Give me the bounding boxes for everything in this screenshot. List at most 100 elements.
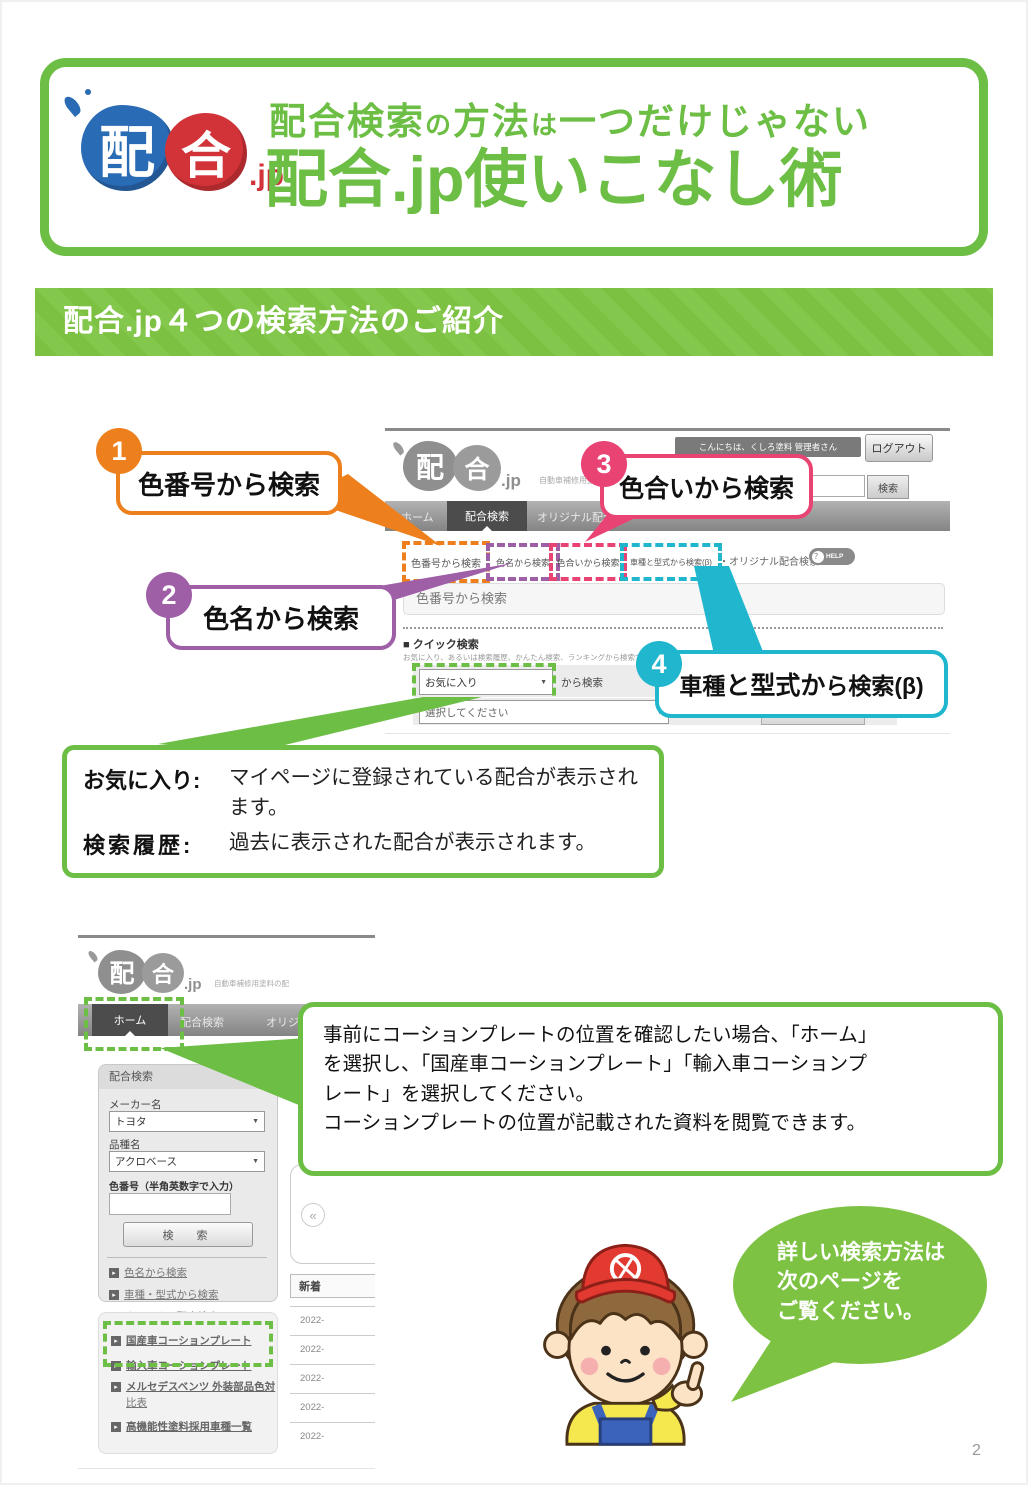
mascot-overall-bib bbox=[598, 1417, 653, 1446]
select-value: アクロベース bbox=[115, 1156, 177, 1168]
callout-2-number: 2 bbox=[146, 572, 192, 618]
callout-4-bubble: 車種と型式から検索(β) bbox=[655, 650, 948, 718]
speech-line: ご覧ください。 bbox=[777, 1299, 924, 1323]
sidebar-docs-panel: ▸国産車コーションプレート ▸輸入車コーションプレート ▸メルセデスベンツ 外装… bbox=[98, 1312, 278, 1454]
news-date-row[interactable]: 2022- bbox=[290, 1306, 375, 1334]
tab-label: 色合いから検索 bbox=[556, 557, 620, 568]
caution-plate-note-bubble: 事前にコーションプレートの位置を確認したい場合、「ホーム」 を選択し、「国産車コ… bbox=[298, 1002, 1003, 1176]
favorites-select[interactable]: お気に入り ▼ bbox=[419, 669, 553, 695]
kind-select[interactable]: アクロベース ▼ bbox=[109, 1151, 265, 1172]
tab-original-haigou-search[interactable]: ・オリジナル配合検索 bbox=[719, 557, 819, 568]
link-domestic-caution-plate[interactable]: ▸国産車コーションプレート bbox=[111, 1333, 251, 1348]
mascot-ear bbox=[543, 1330, 572, 1359]
tab-car-model-search[interactable]: 車種と型式から検索(β) bbox=[620, 543, 722, 581]
tab-color-name-search[interactable]: 色名から検索 bbox=[486, 543, 560, 581]
callout-3-bubble: 色合いから検索 bbox=[600, 454, 813, 519]
note-line: 事前にコーションプレートの位置を確認したい場合、「ホーム」 bbox=[323, 1024, 878, 1046]
mascot-boy-illustration bbox=[543, 1243, 708, 1446]
color-number-label: 色番号（半角英数字で入力） bbox=[109, 1182, 239, 1193]
tab-label: 色番号から検索 bbox=[411, 558, 481, 570]
select-value: トヨタ bbox=[115, 1116, 147, 1128]
quick-search-note: お気に入り、あるいは検索履歴、かんたん検索、ランキングから検索できます。 bbox=[403, 653, 672, 662]
news-date-row[interactable]: 2022- bbox=[290, 1335, 375, 1363]
from-search-label: から検索 bbox=[561, 677, 603, 689]
select-value: 選択してください bbox=[425, 706, 509, 719]
tab-label: 色名から検索 bbox=[495, 557, 550, 568]
mascot-thumb bbox=[686, 1361, 705, 1391]
callout-4-text: 車種 bbox=[679, 673, 726, 699]
tab-label: 車種と型式から検索(β) bbox=[630, 557, 712, 567]
link-car-model-search[interactable]: ▸ 車種・型式から検索 bbox=[109, 1287, 219, 1302]
mascot-mouth bbox=[606, 1372, 645, 1383]
select-please-choose[interactable]: 選択してください ▼ bbox=[419, 700, 669, 724]
sidebar-search-panel: 配合検索 メーカー名 トヨタ ▼ 品種名 アクロベース ▼ 色番号（半角英数字で… bbox=[98, 1064, 278, 1323]
link-high-performance-paint-list[interactable]: ▸高機能性塗料採用車種一覧 bbox=[111, 1419, 252, 1434]
logo-blob: 配 bbox=[403, 441, 457, 491]
callout-3-number: 3 bbox=[581, 441, 627, 487]
site-search-button[interactable]: 検索 bbox=[867, 475, 909, 499]
caret-down-icon: ▼ bbox=[252, 1118, 259, 1125]
mascot-eye bbox=[640, 1345, 650, 1356]
question-icon: ？ bbox=[812, 550, 824, 563]
news-header: 新着 bbox=[290, 1274, 375, 1298]
tagline-part: 方法 bbox=[453, 101, 532, 142]
mascot-speech-bubble: 詳しい検索方法は 次のページを ご覧ください。 bbox=[733, 1206, 987, 1364]
quick-search-title: ■ クイック検索 bbox=[403, 639, 479, 651]
hero-title: 配合.jp使いこなし術 bbox=[265, 145, 843, 215]
link-color-name-search[interactable]: ▸色名から検索 bbox=[109, 1265, 187, 1280]
callout-1-number: 1 bbox=[96, 428, 142, 474]
callout-4-number: 4 bbox=[636, 641, 682, 687]
link-mercedes-color-chart[interactable]: ▸メルセデスベンツ 外装部品色対 bbox=[111, 1379, 275, 1394]
tagline-part: は bbox=[531, 110, 560, 140]
logo-jp: .jp bbox=[249, 159, 284, 192]
nav-original[interactable]: オリジ bbox=[266, 1017, 299, 1029]
logo-jp: .jp bbox=[184, 976, 202, 993]
link-bullet-icon: ▸ bbox=[111, 1335, 121, 1346]
carousel-prev-button[interactable]: « bbox=[301, 1203, 325, 1227]
section-banner: 配合.jp４つの検索方法のご紹介 bbox=[35, 288, 993, 356]
note-line: を選択し、「国産車コーションプレート」「輸入車コーションプ bbox=[323, 1053, 868, 1076]
link-bullet-icon: ▸ bbox=[109, 1289, 119, 1300]
help-button[interactable]: ？ HELP bbox=[809, 548, 855, 565]
news-date-row[interactable]: 2022- bbox=[290, 1393, 375, 1421]
mascot-cheek bbox=[652, 1357, 671, 1376]
dotted-divider bbox=[403, 627, 943, 629]
page-number: 2 bbox=[972, 1442, 981, 1459]
logo-subtitle: 自動車補修用塗料の配 bbox=[214, 979, 289, 988]
kind-label: 品種名 bbox=[109, 1139, 141, 1151]
nav-haigou-search[interactable]: 配合検索 bbox=[447, 501, 527, 531]
tab-color-shade-search[interactable]: 色合いから検索 bbox=[549, 543, 627, 581]
logo-blob-blue: 配 bbox=[81, 105, 173, 191]
tab-color-number-search[interactable]: 色番号から検索 bbox=[402, 541, 490, 583]
mascot-nose bbox=[620, 1358, 631, 1364]
info-desc: 過去に表示された配合が表示されます。 bbox=[229, 831, 596, 855]
logo-blob: 合 bbox=[142, 953, 184, 993]
maker-label: メーカー名 bbox=[109, 1099, 162, 1111]
speech-line: 詳しい検索方法は bbox=[777, 1241, 945, 1264]
color-number-input[interactable] bbox=[109, 1193, 231, 1215]
select-value: お気に入り bbox=[425, 676, 478, 689]
info-row-favorites: お気に入り: マイページに登録されている配合が表示されます。 bbox=[83, 763, 643, 822]
link-label: 車種・型式から検索 bbox=[124, 1289, 219, 1301]
info-term: お気に入り: bbox=[83, 768, 201, 793]
link-bullet-icon: ▸ bbox=[111, 1381, 121, 1392]
link-label: 高機能性塗料採用車種一覧 bbox=[126, 1421, 252, 1433]
nav-home[interactable]: ホーム bbox=[92, 1004, 168, 1036]
splash-drop-icon bbox=[86, 949, 100, 963]
link-label-wrap[interactable]: 比表 bbox=[126, 1397, 147, 1409]
nav-haigou-search[interactable]: 配合検索 bbox=[180, 1017, 224, 1029]
hero-tagline: 配合検索の方法は一つだけじゃない bbox=[269, 91, 871, 145]
news-date-row[interactable]: 2022- bbox=[290, 1364, 375, 1392]
cap-logo-lines bbox=[614, 1257, 637, 1281]
logout-button[interactable]: ログアウト bbox=[865, 434, 933, 462]
callout-4-text-bold: と型式か bbox=[725, 672, 826, 700]
sidebar-search-button[interactable]: 検 索 bbox=[123, 1222, 253, 1247]
news-date-row[interactable]: 2022- bbox=[290, 1422, 375, 1450]
info-row-history: 検索履歴: 過去に表示された配合が表示されます。 bbox=[83, 828, 643, 860]
tagline-part: 配合検索 bbox=[269, 101, 425, 142]
favorites-history-info-box: お気に入り: マイページに登録されている配合が表示されます。 検索履歴: 過去に… bbox=[62, 745, 664, 878]
nav-home[interactable]: ホーム bbox=[401, 512, 434, 524]
info-term: 検索履歴: bbox=[83, 833, 194, 859]
maker-select[interactable]: トヨタ ▼ bbox=[109, 1111, 265, 1132]
